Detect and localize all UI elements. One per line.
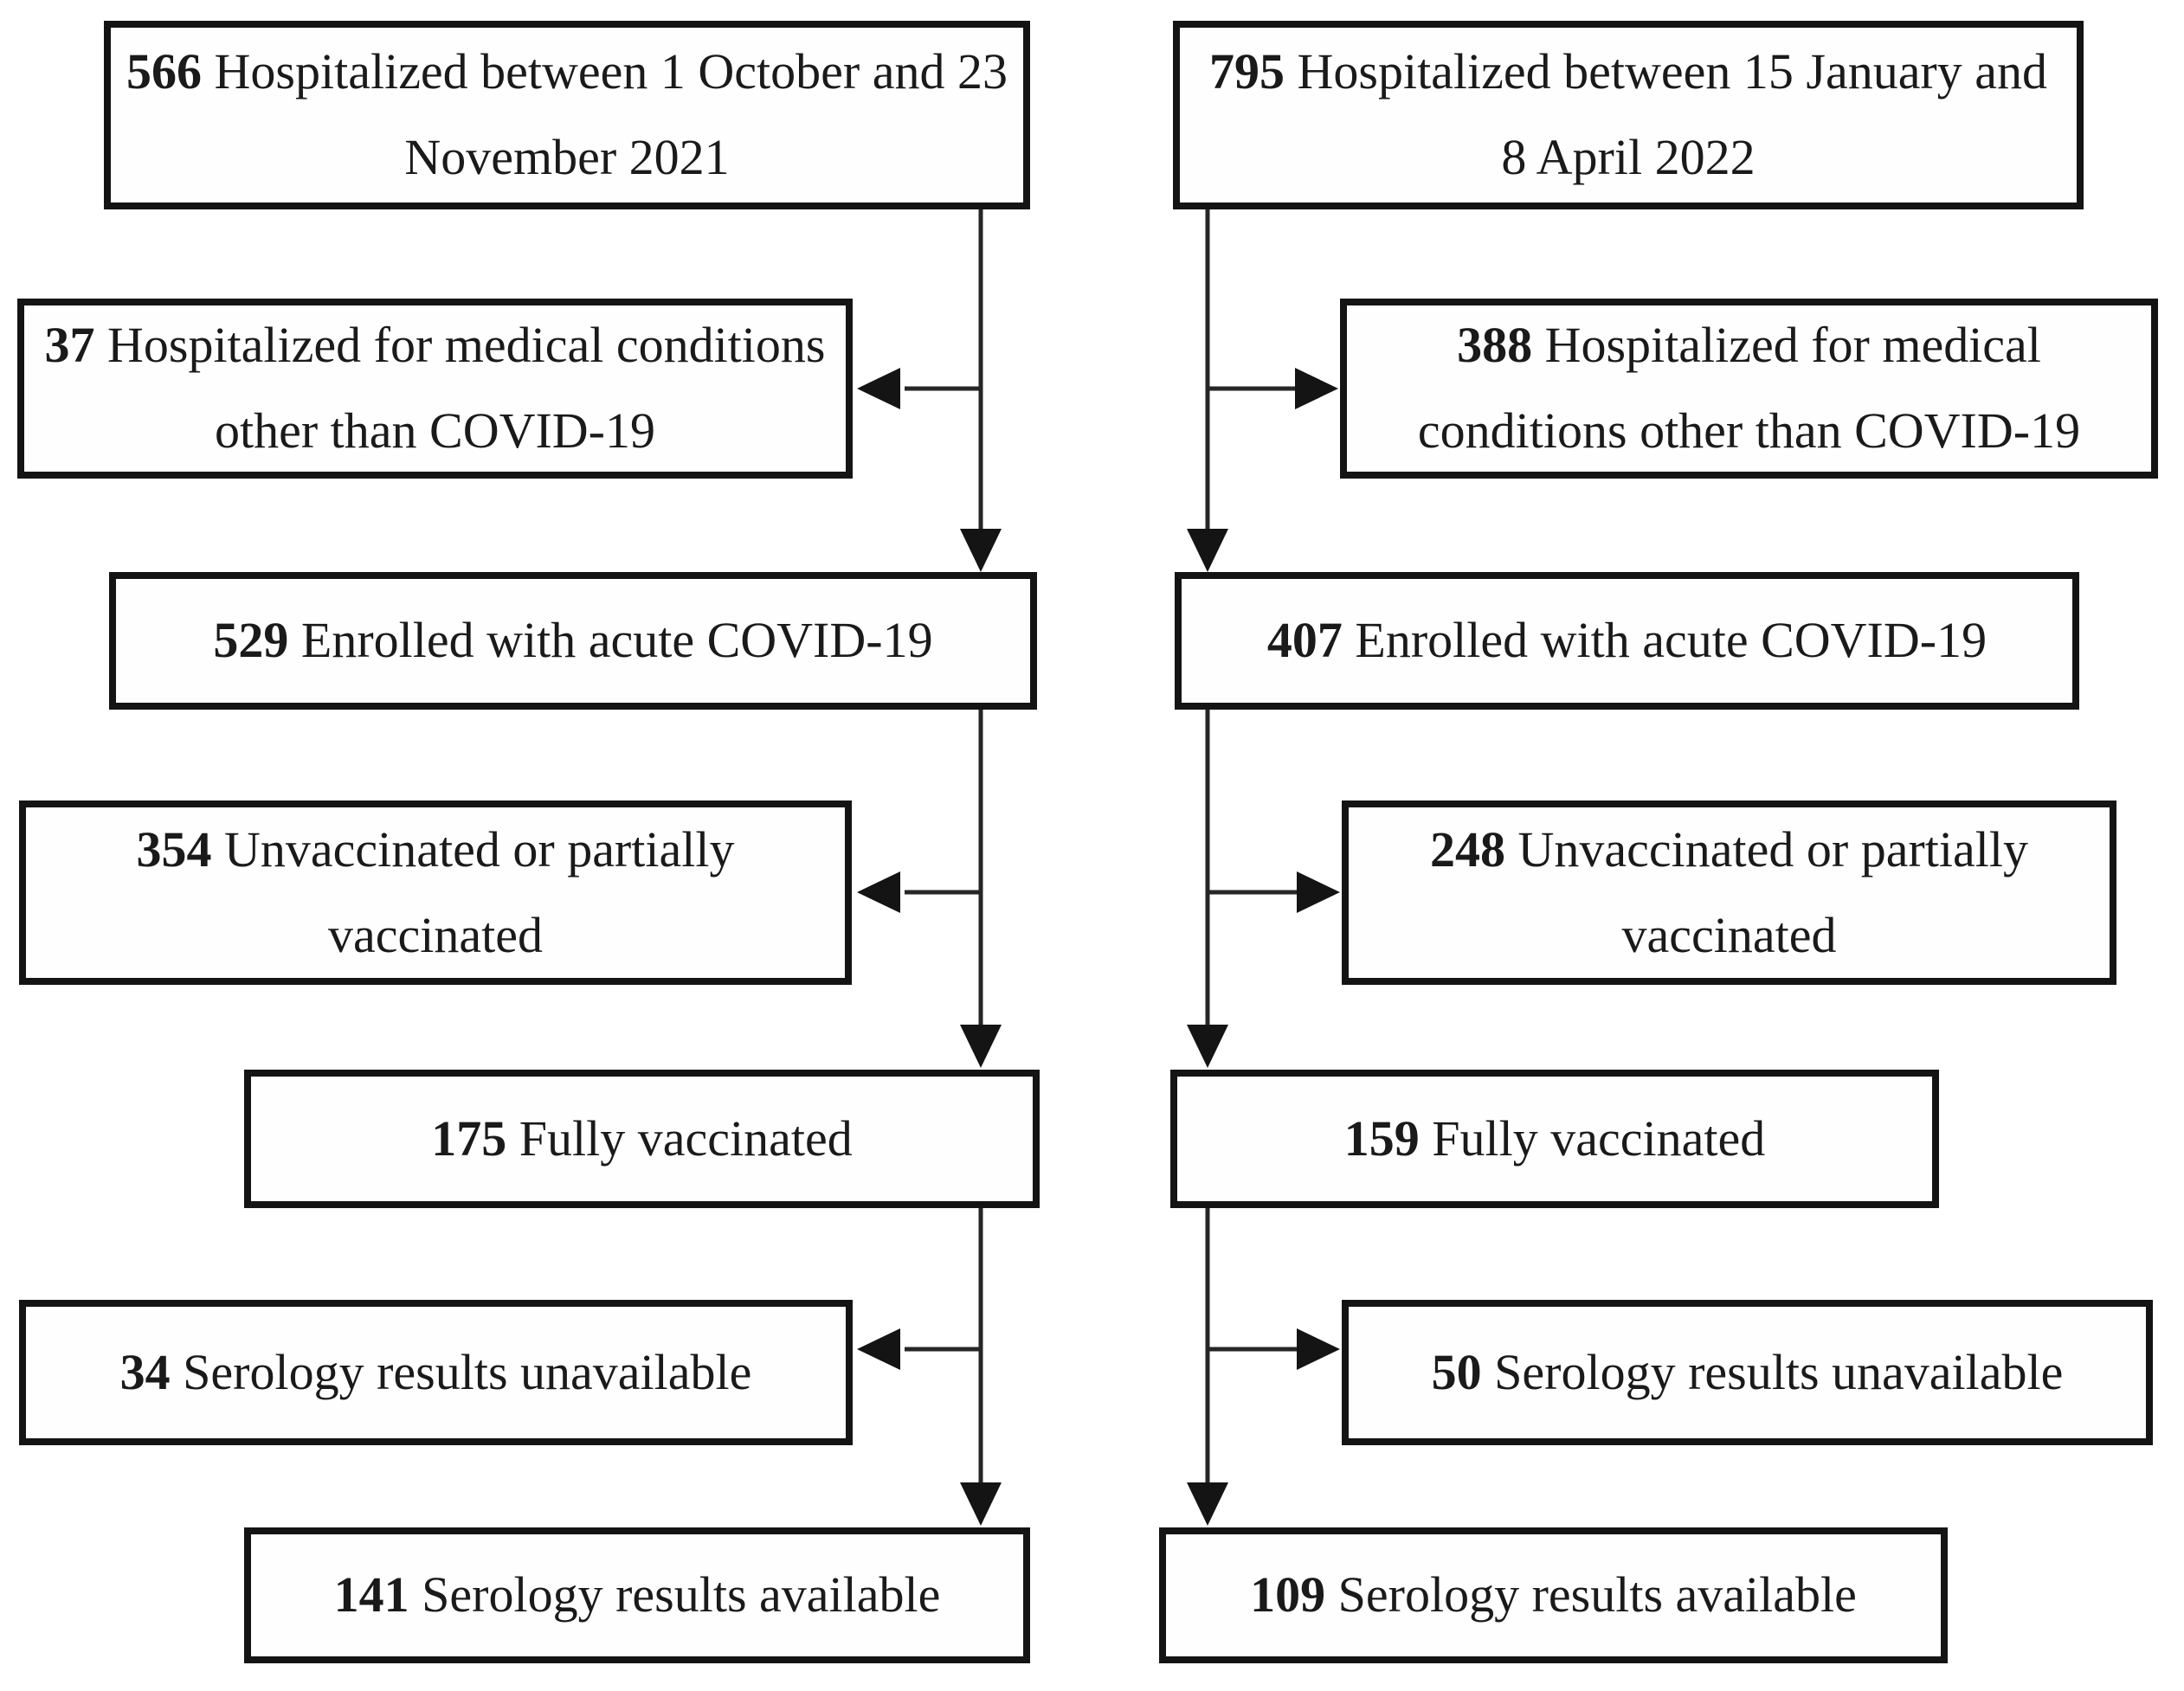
connector-2021-enrolled-to-fully-vaccinated (960, 710, 1002, 1068)
box-label: Fully vaccinated (519, 1109, 853, 1167)
box-count: 37 (44, 317, 95, 374)
box-2021-serology-available: 141 Serology results available (244, 1527, 1030, 1663)
connector-2022-enrolled-to-fully-vaccinated (1187, 710, 1228, 1068)
box-label: Enrolled with acute COVID-19 (1355, 612, 1988, 669)
box-2022-serology-available: 109 Serology results available (1159, 1527, 1948, 1663)
box-count: 248 (1430, 820, 1506, 878)
box-label: Serology results available (1337, 1566, 1857, 1623)
connector-2021-unvaccinated-branch (857, 871, 981, 913)
box-count: 529 (213, 612, 289, 669)
box-label: Hospitalized between 15 January and 8 Ap… (1297, 43, 2048, 185)
box-count: 566 (126, 43, 203, 100)
box-count: 34 (119, 1343, 171, 1400)
connector-2022-fully-vaccinated-to-serology (1187, 1208, 1228, 1526)
box-2022-hospitalized-total: 795 Hospitalized between 15 January and … (1173, 21, 2084, 209)
box-label: Serology results available (422, 1566, 941, 1623)
box-count: 141 (333, 1566, 409, 1623)
box-label: Serology results unavailable (1494, 1343, 2064, 1400)
box-count: 388 (1457, 317, 1533, 374)
box-2022-serology-unavailable: 50 Serology results unavailable (1342, 1300, 2153, 1445)
box-count: 795 (1209, 43, 1285, 100)
connector-2021-fully-vaccinated-to-serology (960, 1208, 1002, 1526)
box-2022-unvaccinated: 248 Unvaccinated or partially vaccinated (1342, 800, 2116, 985)
connector-2021-serology-unavailable-branch (857, 1328, 981, 1370)
box-label: Serology results unavailable (183, 1343, 752, 1400)
box-2021-unvaccinated: 354 Unvaccinated or partially vaccinated (19, 800, 852, 985)
box-label: Hospitalized for medical conditions othe… (106, 317, 826, 459)
box-label: Hospitalized between 1 October and 23 No… (214, 43, 1008, 185)
box-label: Fully vaccinated (1432, 1109, 1766, 1167)
box-count: 407 (1266, 612, 1343, 669)
connector-2021-hospitalized-to-enrolled (960, 209, 1002, 572)
box-2021-enrolled: 529 Enrolled with acute COVID-19 (109, 572, 1037, 710)
box-2022-excluded-non-covid: 388 Hospitalized for medical conditions … (1340, 299, 2158, 479)
box-count: 50 (1431, 1343, 1482, 1400)
box-label: Enrolled with acute COVID-19 (300, 612, 933, 669)
box-2022-fully-vaccinated: 159 Fully vaccinated (1170, 1070, 1939, 1208)
connector-2021-excluded-non-covid-branch (857, 368, 981, 409)
box-2021-hospitalized-total: 566 Hospitalized between 1 October and 2… (104, 21, 1030, 209)
box-2021-fully-vaccinated: 175 Fully vaccinated (244, 1070, 1040, 1208)
box-2021-serology-unavailable: 34 Serology results unavailable (19, 1300, 853, 1445)
connector-2022-serology-unavailable-branch (1208, 1328, 1340, 1370)
box-label: Unvaccinated or partially vaccinated (224, 820, 735, 963)
box-label: Hospitalized for medical conditions othe… (1417, 317, 2081, 459)
box-2022-enrolled: 407 Enrolled with acute COVID-19 (1175, 572, 2079, 710)
box-count: 175 (431, 1109, 507, 1167)
box-label: Unvaccinated or partially vaccinated (1517, 820, 2028, 963)
box-2021-excluded-non-covid: 37 Hospitalized for medical conditions o… (17, 299, 853, 479)
box-count: 109 (1250, 1566, 1326, 1623)
connector-2022-unvaccinated-branch (1208, 871, 1340, 913)
box-count: 159 (1343, 1109, 1420, 1167)
connector-2022-excluded-non-covid-branch (1208, 368, 1338, 409)
box-count: 354 (136, 820, 212, 878)
connector-2022-hospitalized-to-enrolled (1187, 209, 1228, 572)
